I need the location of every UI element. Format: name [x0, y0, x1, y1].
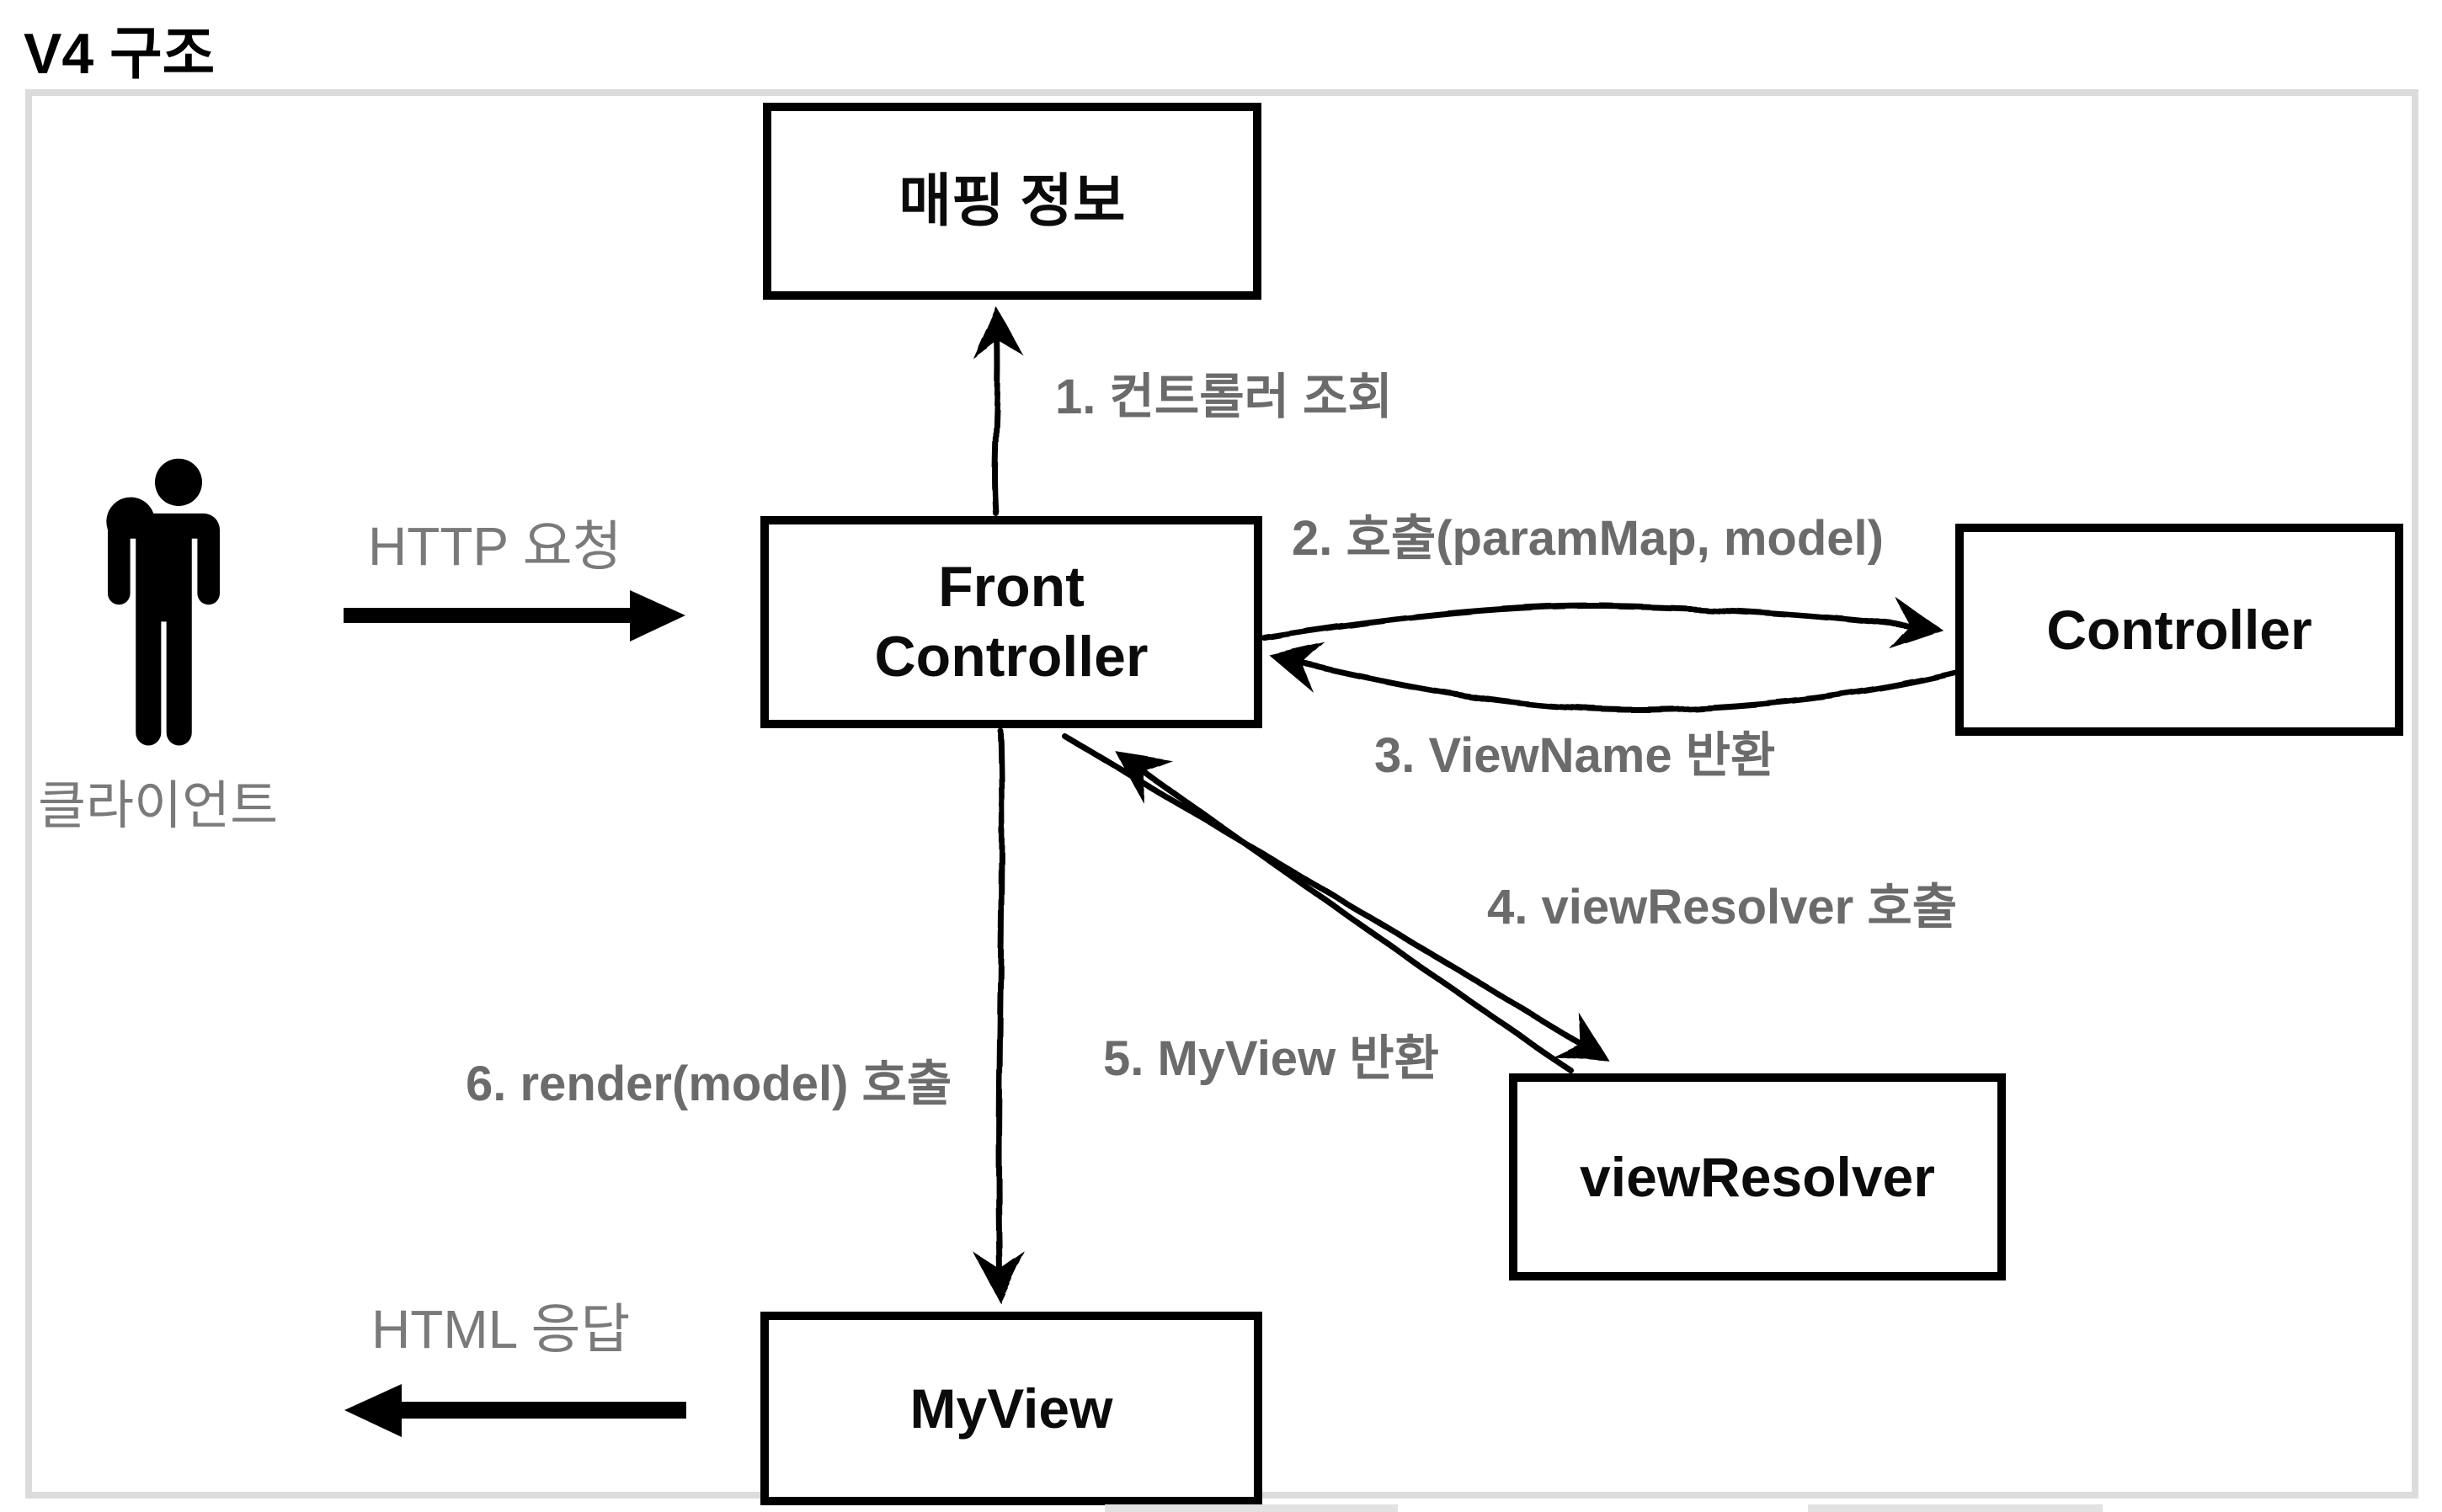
node-my-view: MyView [760, 1312, 1262, 1505]
label-client: 클라이언트 [38, 777, 279, 835]
label-step2-call-parammap-model: 2. 호출(paramMap, model) [1292, 511, 1884, 566]
label-http-request: HTTP 요청 [368, 516, 622, 577]
cutoff-box-strip-left [1105, 1504, 1398, 1512]
node-mapping-info: 매핑 정보 [763, 103, 1261, 300]
label-step3-viewname-return: 3. ViewName 반환 [1374, 728, 1776, 783]
page-title: V4 구조 [24, 22, 216, 86]
node-view-resolver: viewResolver [1509, 1073, 2006, 1280]
label-step4-viewresolver-call: 4. viewResolver 호출 [1487, 880, 1958, 934]
label-step1-controller-lookup: 1. 컨트롤러 조회 [1055, 370, 1393, 424]
label-html-response: HTML 응답 [371, 1299, 631, 1360]
label-step5-myview-return: 5. MyView 반환 [1103, 1031, 1440, 1086]
node-front-controller: Front Controller [760, 516, 1262, 728]
label-step6-render-model-call: 6. render(model) 호출 [466, 1057, 952, 1111]
cutoff-box-strip-right [1808, 1504, 2103, 1512]
node-controller: Controller [1955, 524, 2403, 736]
